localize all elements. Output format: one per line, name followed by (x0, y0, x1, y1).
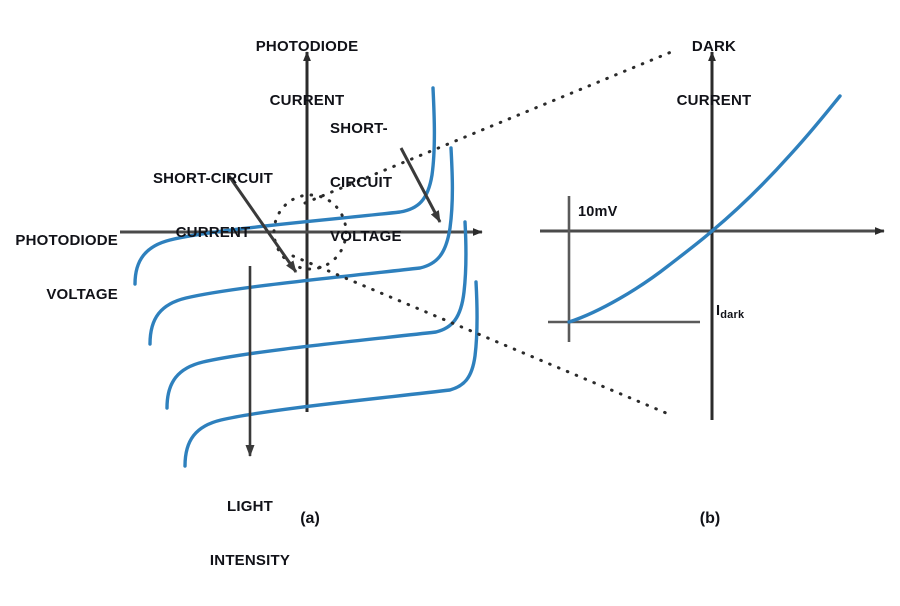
figure-root: PHOTODIODE CURRENT PHOTODIODE VOLTAGE SH… (0, 2, 885, 569)
iv-curve-3 (165, 220, 468, 410)
light-intensity-label-line1: LIGHT (227, 498, 273, 515)
short-circuit-current-arrow (227, 175, 298, 273)
zoom-connector-top (303, 48, 678, 205)
short-circuit-voltage-label-line1: SHORT- (330, 120, 388, 137)
panel-b-tag: (b) (699, 510, 721, 527)
short-circuit-voltage-label-line3: VOLTAGE (330, 228, 402, 245)
figure-canvas (120, 48, 885, 468)
zoom-connector-group (291, 48, 678, 415)
zoom-region-ellipse (272, 193, 348, 271)
panel-a-axes (120, 51, 483, 412)
panel-a-y-axis-label: PHOTODIODE CURRENT (227, 2, 387, 146)
panel-a-curve-group (133, 86, 479, 468)
short-circuit-current-label-line1: SHORT-CIRCUIT (152, 170, 274, 187)
iv-curve-4 (183, 280, 479, 468)
short-circuit-current-label-line2: CURRENT (175, 224, 251, 241)
panel-a-tag: (a) (300, 510, 320, 527)
iv-curve-2 (148, 146, 455, 346)
light-intensity-label-line2: INTENSITY (209, 552, 291, 569)
panel-a-x-axis-label-line1: PHOTODIODE (15, 232, 118, 249)
panel-b-y-axis-label-line2: CURRENT (676, 92, 752, 109)
panel-b-idark-label: Idark (716, 302, 744, 321)
panel-a-y-axis-label-line1: PHOTODIODE (255, 38, 359, 55)
short-circuit-current-label: SHORT-CIRCUIT CURRENT (118, 134, 308, 278)
panel-a-x-axis-label: PHOTODIODE VOLTAGE (0, 196, 118, 340)
short-circuit-voltage-label-line2: CIRCUIT (330, 174, 393, 191)
panel-b-y-axis-label-line1: DARK (691, 38, 737, 55)
panel-b-idark-label-subscript: dark (720, 309, 745, 321)
light-intensity-label: LIGHT INTENSITY (175, 462, 325, 606)
panel-b-y-axis-label: DARK CURRENT (634, 2, 794, 146)
panel-a-x-axis-label-line2: VOLTAGE (46, 286, 118, 303)
dark-current-curve (567, 94, 842, 324)
short-circuit-voltage-arrow (399, 147, 442, 223)
panel-a-y-axis-label-line2: CURRENT (269, 92, 345, 109)
short-circuit-voltage-label: SHORT- CIRCUIT VOLTAGE (330, 84, 450, 282)
panel-b-idark-label-base: I (716, 303, 721, 319)
panel-b-10mv-label: 10mV (578, 204, 618, 220)
zoom-connector-bottom (291, 254, 668, 415)
iv-curve-1 (133, 86, 437, 286)
